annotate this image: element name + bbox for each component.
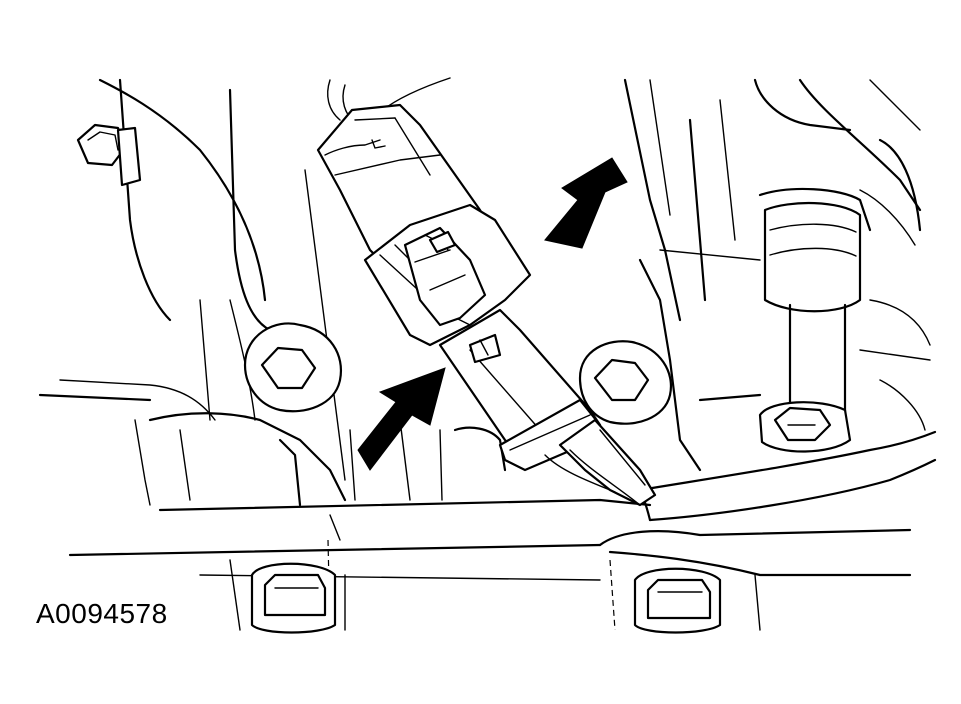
bolt-lower-left — [250, 562, 337, 634]
upper-pointer-arrow — [544, 157, 628, 249]
bolt-right — [758, 401, 852, 453]
bolt-center-right — [578, 340, 673, 425]
lower-pointer-arrow — [357, 367, 446, 471]
connector-locking-collar — [363, 203, 532, 347]
bolt-lower-right — [633, 567, 722, 634]
bolt-upper-left — [76, 123, 142, 187]
connector-rear-body — [438, 308, 602, 472]
engine-housing — [38, 78, 937, 631]
figure-reference-number: A0094578 — [36, 598, 168, 629]
bolt-center-left — [243, 322, 343, 413]
wire-harness-bottom — [544, 418, 657, 507]
